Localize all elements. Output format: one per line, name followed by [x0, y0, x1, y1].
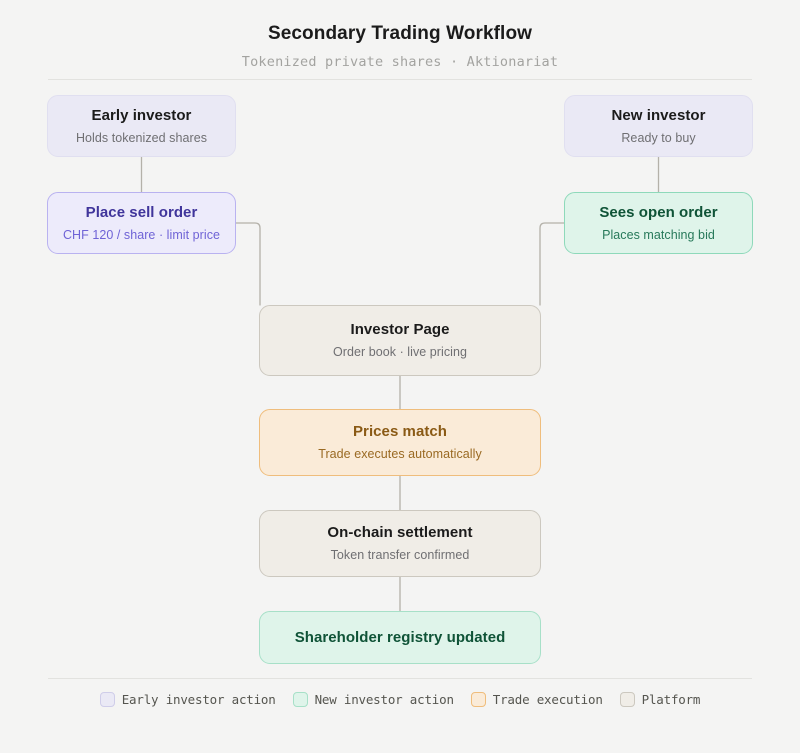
legend: Early investor action New investor actio… [0, 692, 800, 707]
node-title: Place sell order [85, 203, 198, 221]
node-subtitle: Places matching bid [602, 227, 715, 242]
edge-sees-to-investor-page [539, 222, 565, 306]
node-place-sell-order[interactable]: Place sell order CHF 120 / share · limit… [47, 192, 236, 254]
legend-label: Trade execution [492, 692, 603, 707]
node-subtitle: Ready to buy [621, 130, 696, 145]
node-subtitle: CHF 120 / share · limit price [62, 227, 221, 242]
node-on-chain-settlement[interactable]: On-chain settlement Token transfer confi… [259, 510, 541, 577]
node-subtitle: Holds tokenized shares [75, 130, 208, 145]
node-subtitle: Token transfer confirmed [330, 548, 470, 562]
node-prices-match[interactable]: Prices match Trade executes automaticall… [259, 409, 541, 476]
node-title: Sees open order [599, 203, 718, 221]
page-subtitle: Tokenized private shares · Aktionariat [241, 54, 559, 70]
node-investor-page[interactable]: Investor Page Order book · live pricing [259, 305, 541, 376]
legend-label: Platform [641, 692, 701, 707]
node-title: Shareholder registry updated [294, 628, 506, 646]
legend-item-early-investor-action: Early investor action [99, 692, 276, 707]
legend-label: Early investor action [121, 692, 276, 707]
page-title: Secondary Trading Workflow [267, 23, 533, 44]
legend-swatch-icon [470, 692, 486, 707]
legend-swatch-icon [99, 692, 115, 707]
node-sees-open-order[interactable]: Sees open order Places matching bid [564, 192, 753, 254]
diagram-header: Secondary Trading Workflow Tokenized pri… [0, 22, 800, 71]
node-title: Early investor [91, 106, 192, 124]
node-shareholder-registry-updated[interactable]: Shareholder registry updated [259, 611, 541, 664]
legend-item-trade-execution: Trade execution [470, 692, 603, 707]
legend-swatch-icon [619, 692, 635, 707]
node-title: Investor Page [350, 321, 450, 338]
node-title: Prices match [353, 423, 447, 440]
legend-swatch-icon [292, 692, 308, 707]
node-subtitle: Trade executes automatically [318, 447, 482, 461]
divider-top [48, 79, 752, 80]
node-early-investor[interactable]: Early investor Holds tokenized shares [47, 95, 236, 157]
node-title: New investor [611, 106, 706, 124]
divider-bottom [48, 678, 752, 679]
node-title: On-chain settlement [327, 524, 473, 541]
legend-item-new-investor-action: New investor action [292, 692, 454, 707]
legend-item-platform: Platform [619, 692, 701, 707]
legend-label: New investor action [314, 692, 454, 707]
node-new-investor[interactable]: New investor Ready to buy [564, 95, 753, 157]
edge-sell-to-investor-page [235, 222, 261, 306]
node-subtitle: Order book · live pricing [333, 345, 467, 359]
